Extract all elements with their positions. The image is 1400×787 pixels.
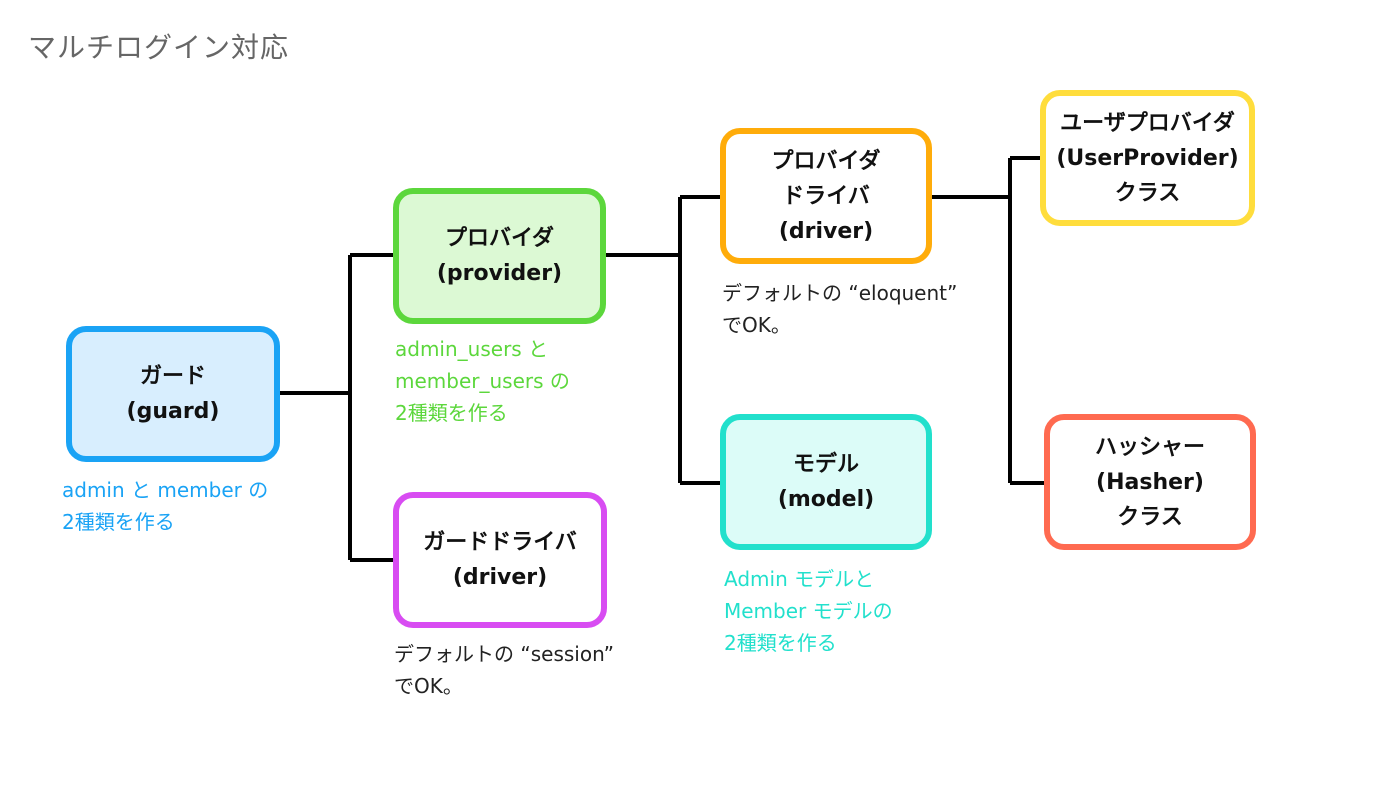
provider-connector xyxy=(606,195,720,485)
guard-note: admin と member の 2種類を作る xyxy=(62,474,268,538)
provider-driver-label: ドライバ xyxy=(782,183,870,209)
hasher-node: ハッシャー (Hasher) クラス xyxy=(1044,414,1256,550)
provider-label: プロバイダ xyxy=(444,226,555,251)
hasher-label: クラス xyxy=(1117,504,1183,530)
provider-driver-label: プロバイダ xyxy=(771,148,881,174)
model-sub-label: (model) xyxy=(777,487,875,512)
user-provider-label: ユーザプロバイダ xyxy=(1060,110,1235,136)
guard-sub-label: (guard) xyxy=(126,399,220,424)
guard-driver-note-line: でOK。 xyxy=(394,674,463,698)
provider-note: admin_users と member_users の 2種類を作る xyxy=(395,333,570,429)
model-note: Admin モデルと Member モデルの 2種類を作る xyxy=(724,563,893,659)
guard-driver-note-line: デフォルトの “session” xyxy=(394,642,615,666)
provider-note-line: 2種類を作る xyxy=(395,401,508,425)
hasher-label: ハッシャー xyxy=(1094,434,1205,460)
guard-driver-label: ガードドライバ xyxy=(423,530,577,555)
user-provider-sub-label: (UserProvider) xyxy=(1056,145,1239,171)
model-node: モデル (model) xyxy=(720,414,932,550)
guard-driver-note: デフォルトの “session” でOK。 xyxy=(394,638,614,702)
provider-sub-label: (provider) xyxy=(436,261,563,286)
model-note-line: Member モデルの xyxy=(724,599,893,623)
provider-node: プロバイダ (provider) xyxy=(393,188,606,324)
provider-note-line: admin_users と xyxy=(395,337,549,361)
provider-driver-connector xyxy=(932,156,1044,485)
provider-driver-node: プロバイダ ドライバ (driver) xyxy=(720,128,932,264)
page-title: マルチログイン対応 xyxy=(28,31,290,64)
guard-note-line: admin と member の xyxy=(62,478,269,502)
model-note-line: 2種類を作る xyxy=(724,631,837,655)
guard-connector xyxy=(280,253,393,562)
guard-label: ガード xyxy=(139,364,206,389)
user-provider-label: クラス xyxy=(1114,180,1181,206)
model-note-line: Admin モデルと xyxy=(724,567,875,591)
guard-node: ガード (guard) xyxy=(66,326,280,462)
provider-driver-note-line: デフォルトの “eloquent” xyxy=(722,281,958,305)
hasher-sub-label: (Hasher) xyxy=(1096,469,1204,495)
model-label: モデル xyxy=(792,452,859,477)
guard-note-line: 2種類を作る xyxy=(62,510,175,534)
provider-note-line: member_users の xyxy=(395,369,570,393)
guard-driver-sub-label: (driver) xyxy=(452,565,548,590)
provider-driver-note: デフォルトの “eloquent” でOK。 xyxy=(722,277,957,341)
guard-driver-node: ガードドライバ (driver) xyxy=(393,492,607,628)
provider-driver-sub-label: (driver) xyxy=(778,218,874,244)
user-provider-node: ユーザプロバイダ (UserProvider) クラス xyxy=(1040,90,1255,226)
provider-driver-note-line: でOK。 xyxy=(722,313,791,337)
